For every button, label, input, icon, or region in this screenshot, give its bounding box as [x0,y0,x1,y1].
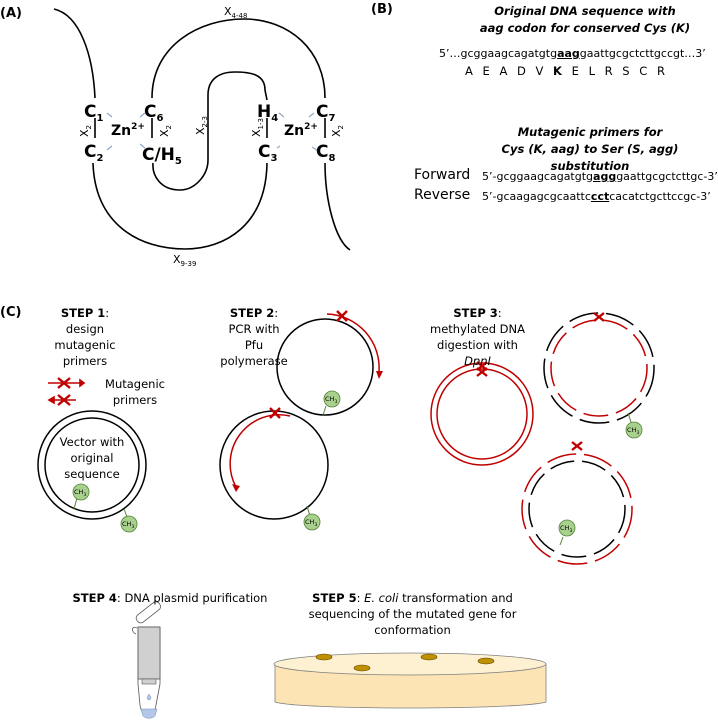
protein-backbone [53,8,351,251]
n-terminal-strand [53,8,96,99]
diagram-canvas: (A) C1 C2 C6 C/H5 H4 C3 C7 C8 Zn2+ Zn2+ … [0,5,655,719]
bacterial-colony [420,653,438,661]
zinc-ion-right: Zn2+ [284,122,318,139]
forward-primer-sequence: 5’-gcggaagcagatgtgagggaattgcgctcttgc-3’ [482,170,718,183]
zinc-ion-left: Zn2+ [111,122,145,139]
mutagenic-primers-icon [47,377,86,406]
step-3-label: STEP 3: methylated DNA digestion with Dp… [430,306,525,368]
amino-acid: R [656,64,665,78]
pcr-plasmid-lower [219,407,329,520]
amino-acid: E [571,64,579,78]
amino-acid: K [553,64,562,78]
top-loop [151,18,326,99]
amino-acid: S [622,64,630,78]
panel-a-label: (A) [0,6,22,21]
mutated-codon: cct [590,190,610,203]
bacterial-colony [477,657,495,665]
svg-text:CH3: CH3 [560,524,572,534]
bacterial-colony [315,653,333,661]
forward-primer-label: Forward [414,167,471,183]
methyl-group: CH3 [625,412,643,439]
digested-parental-plasmid-upper [543,312,655,424]
amino-acid: E [482,64,490,78]
original-vector-plasmid [37,410,147,520]
residue-c1: C1 [84,102,103,124]
step-5-label: STEP 5: E. coli transformation and seque… [308,591,517,637]
amino-acid: A [499,64,508,78]
svg-text:CH3: CH3 [74,488,86,498]
amino-acid: D [517,64,526,78]
svg-text:CH3: CH3 [325,395,337,405]
residue-c-h5: C/H5 [142,145,182,167]
original-sequence-title: Original DNA sequence with aag codon for… [479,4,691,35]
reverse-primer-label: Reverse [414,187,471,203]
spacer-label-c1-c2: X2 [78,125,93,137]
spacer-label-c7-c8: X2 [330,125,345,137]
methyl-group: CH3 [322,390,341,416]
residue-c3: C3 [258,142,277,164]
reverse-primer-sequence: 5’-gcaagagcgcaattccctcacatctgcttccgc-3’ [482,190,711,203]
amino-acid: L [588,64,595,78]
svg-text:CH3: CH3 [305,518,317,528]
step-1-label: STEP 1: design mutagenic primers [54,306,116,368]
spacer-label-bottom: X9-39 [173,253,196,268]
primers-title: Mutagenic primers for Cys (K, aag) to Se… [501,125,679,173]
target-codon: aag [557,47,580,60]
amino-acid: V [535,64,544,78]
residue-h4: H4 [257,102,278,124]
spacer-label-c6-h5: X2 [158,125,173,137]
svg-text:CH3: CH3 [122,520,134,530]
residue-c8: C8 [316,142,335,164]
residue-c2: C2 [84,142,103,164]
zinc-coordination-bonds [106,112,319,152]
methyl-group: CH3 [120,508,138,533]
spacer-label-h4-c3: X1-3 [250,118,265,137]
residue-c7: C7 [316,102,335,124]
original-dna-sequence: 5’…gcggaagcagatgtgaaggaattgcgctcttgccgt…… [439,47,706,60]
panel-b-label: (B) [371,2,393,17]
agar-plate-icon [273,652,547,709]
methyl-group: CH3 [558,519,576,546]
mutated-codon: agg [593,170,617,183]
step-4-label: STEP 4: DNA plasmid purification [72,591,268,605]
spacer-label-middle: X2-3 [194,116,209,135]
panel-c-label: (C) [0,305,21,320]
methyl-group: CH3 [303,505,321,531]
amino-acid: C [639,64,648,78]
pcr-plasmid-upper [276,310,383,416]
residue-c6: C6 [144,102,163,124]
c-terminal-strand [324,162,351,251]
bacterial-colony [353,664,371,672]
amino-acid: A [465,64,473,78]
inner-s-loop [152,71,268,191]
microcentrifuge-tube-icon [131,601,161,719]
mutant-plasmid [430,361,534,466]
amino-acid: R [604,64,613,78]
methyl-group: CH3 [72,483,90,510]
step-2-label: STEP 2: PCR with Pfu polymerase [220,306,288,368]
digested-parental-plasmid-lower [521,441,633,565]
bottom-loop [92,162,268,250]
svg-text:CH3: CH3 [627,426,639,436]
spacer-label-top: X4-48 [224,5,247,20]
